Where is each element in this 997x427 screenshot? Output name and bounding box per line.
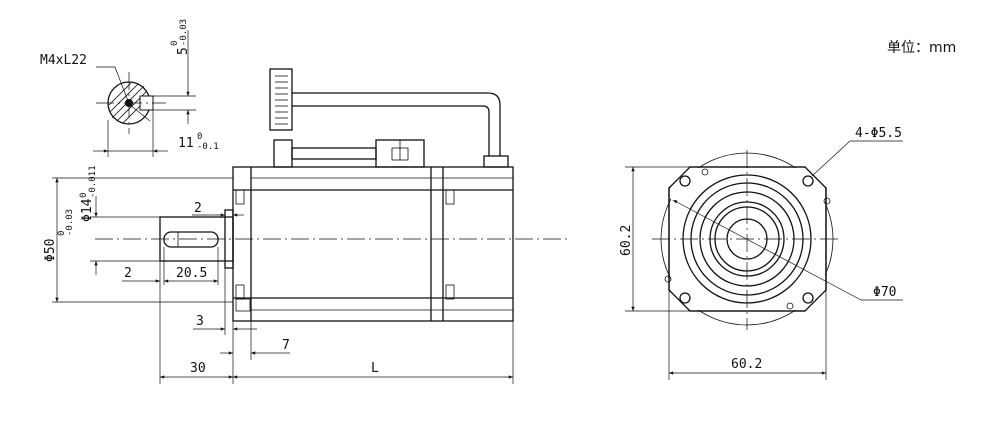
bolt-hole-top-right [802, 175, 814, 187]
motor-front-view: 60.2 60.2 4-Φ5.5 Φ70 [619, 126, 903, 380]
bolt-circle-label: Φ70 [873, 285, 896, 300]
shaft-height-tol-lower: -0.1 [197, 142, 219, 152]
shaft-diameter-label: Φ14 [80, 198, 95, 222]
cable-upper [292, 92, 501, 156]
encoder-connector [269, 68, 293, 131]
pilot-boss [224, 209, 234, 269]
pilot-diameter-label: Φ50 [43, 239, 58, 262]
shaft-diameter-tol-lower: -0.011 [88, 165, 98, 198]
key-height-label: 5 [176, 47, 191, 55]
key-offset-bottom-label: 2 [124, 266, 132, 281]
pilot-diameter-tol-lower: -0.03 [65, 209, 75, 236]
motor-side-view: Φ50 0 -0.03 Φ14 0 -0.011 2 2 20.5 3 7 [43, 68, 570, 384]
shaft-height-tol-upper: 0 [197, 132, 202, 142]
thread-spec-label: M4xL22 [40, 53, 87, 68]
flange-width-label: 60.2 [731, 357, 762, 372]
flange-thickness-label: 7 [282, 338, 290, 353]
shaft-section-detail: M4xL22 5 0 -0.03 11 0 -0.1 [40, 19, 219, 157]
key-height-tol-lower: -0.03 [179, 19, 189, 46]
bolt-hole-top-left [679, 175, 691, 187]
shaft-height-label: 11 [178, 136, 194, 151]
keyway [163, 231, 219, 248]
flange-step-label: 3 [196, 314, 204, 329]
bolt-hole-bottom-left [679, 292, 691, 304]
bolt-holes-label: 4-Φ5.5 [855, 126, 902, 141]
power-connector [273, 139, 293, 168]
key-height-tol-upper: 0 [170, 41, 180, 46]
key-length-label: 20.5 [176, 266, 207, 281]
cable-gland [483, 155, 509, 168]
flange-height-label: 60.2 [619, 225, 634, 256]
body-length-label: L [371, 361, 379, 376]
cable-lower [292, 105, 490, 156]
pilot-diameter-tol-upper: 0 [57, 231, 67, 236]
shaft-length-label: 30 [190, 361, 206, 376]
unit-label: 单位：mm [887, 40, 956, 56]
bolt-hole-bottom-right [802, 292, 814, 304]
shaft-diameter-tol-upper: 0 [79, 193, 89, 198]
key-offset-top-label: 2 [194, 201, 202, 216]
